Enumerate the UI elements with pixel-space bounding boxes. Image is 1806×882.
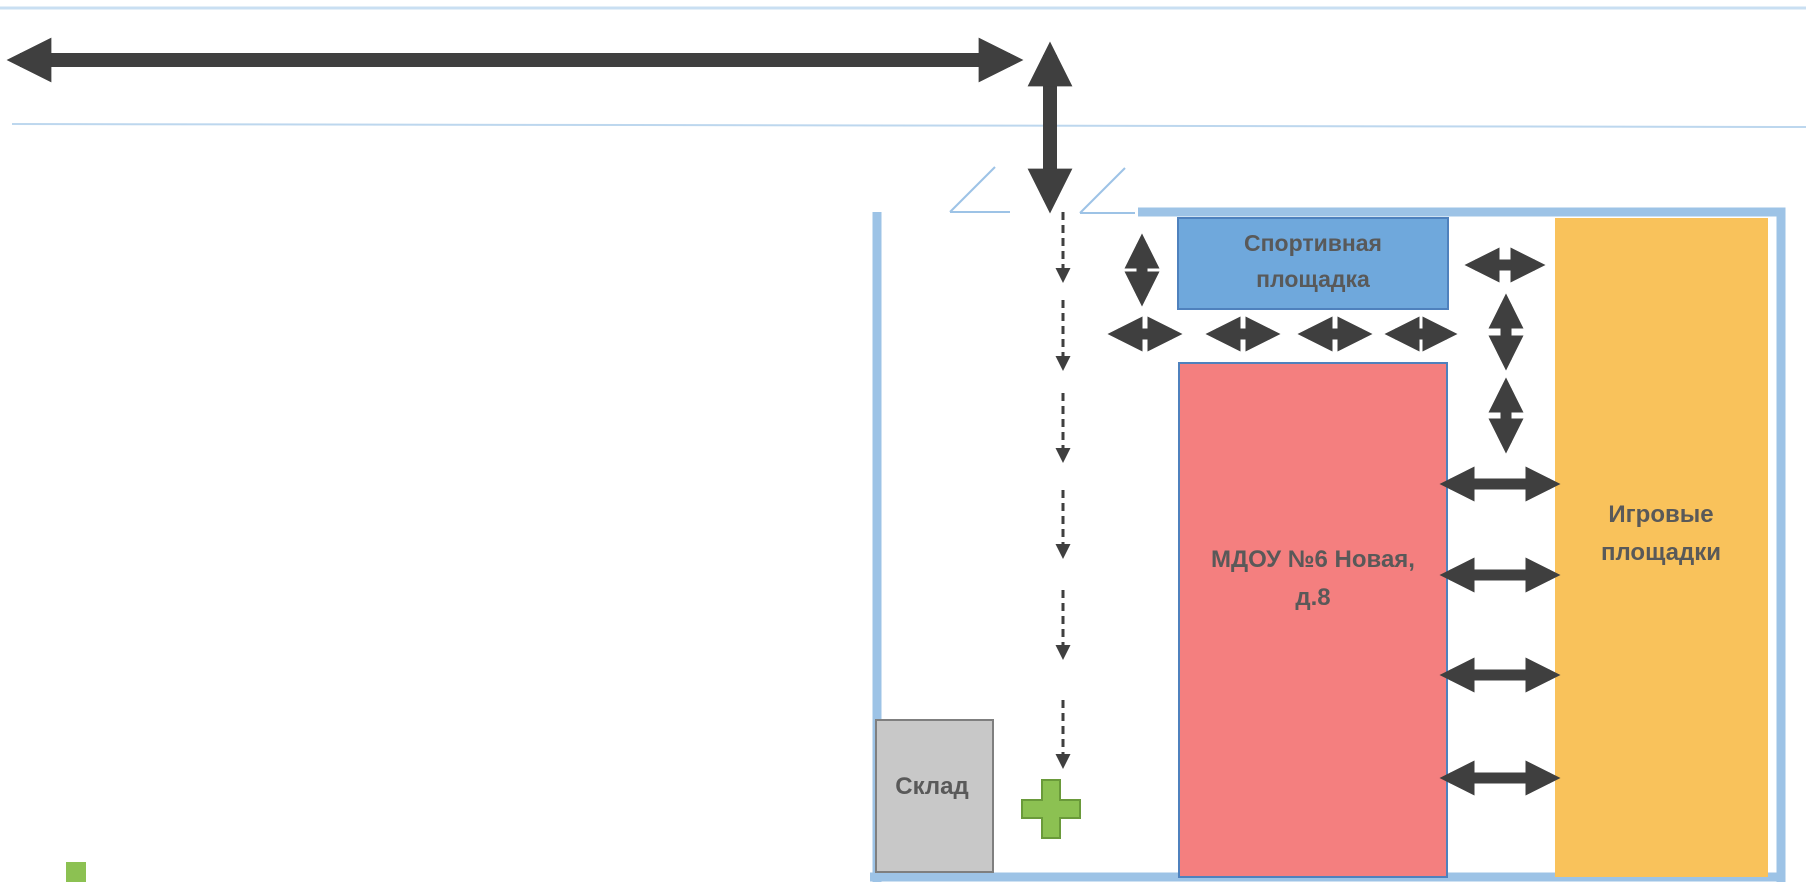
warehouse xyxy=(875,719,994,873)
gate-mark-left xyxy=(949,166,996,213)
play-area-label-1: Игровые xyxy=(1608,501,1713,528)
play-area-label-2: площадки xyxy=(1601,539,1721,566)
sports-area-label-1: Спортивная xyxy=(1244,230,1382,256)
building-label-2: д.8 xyxy=(1295,584,1330,611)
building-label-1: МДОУ №6 Новая, xyxy=(1211,546,1415,573)
gate-mark-right xyxy=(1079,167,1126,214)
road-line-lower xyxy=(11,123,1806,128)
first-aid-cross-icon xyxy=(1021,779,1081,839)
first-aid-legend-icon xyxy=(66,862,86,882)
warehouse-label: Склад xyxy=(895,773,968,800)
kindergarten-building xyxy=(1178,362,1448,878)
traffic-arrows xyxy=(6,37,1561,796)
play-area xyxy=(1555,218,1768,877)
sports-area-label-2: площадка xyxy=(1256,266,1370,292)
sports-area xyxy=(1177,217,1449,310)
